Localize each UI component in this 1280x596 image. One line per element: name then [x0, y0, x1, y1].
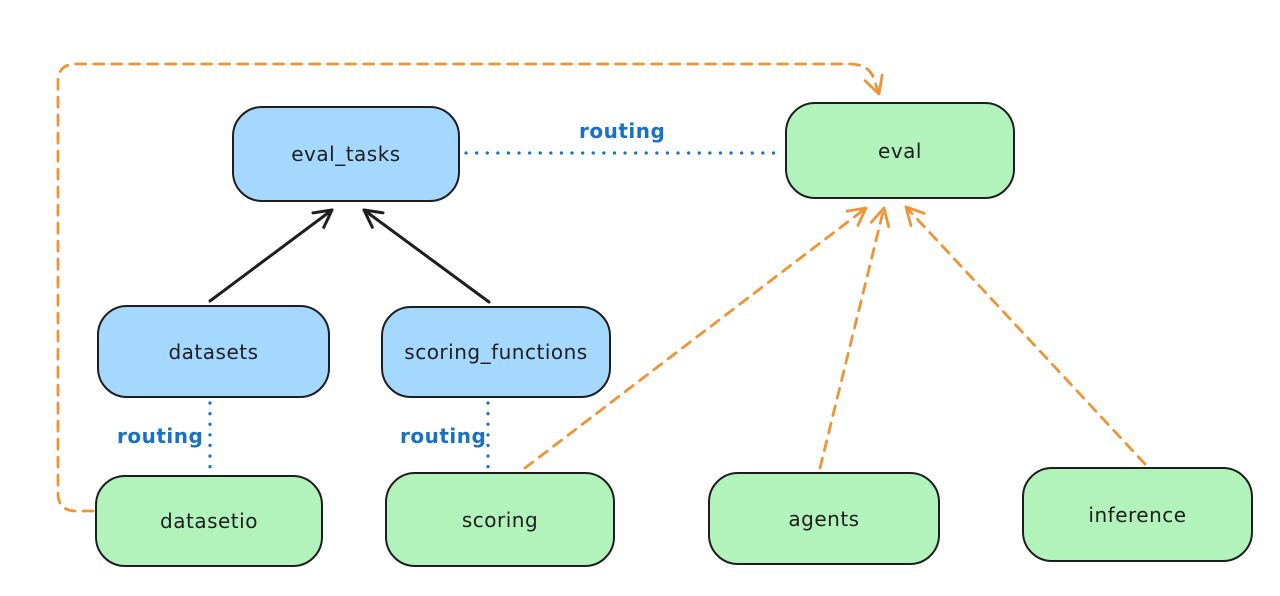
edge-scoring-to-eval	[523, 206, 868, 470]
node-agents-label: agents	[788, 506, 860, 531]
edge-agents-to-eval	[818, 206, 891, 470]
node-datasetio-label: datasetio	[160, 509, 258, 533]
node-datasetio: datasetio	[95, 475, 323, 567]
node-scoring-label: scoring	[461, 507, 539, 532]
node-eval-tasks-label: eval_tasks	[291, 142, 401, 166]
node-scoring-functions-label: scoring_functions	[404, 340, 588, 364]
node-eval: eval	[785, 102, 1015, 199]
node-eval-label: eval	[878, 138, 922, 163]
edge-label-routing-eval-tasks-eval: routing	[579, 119, 666, 143]
node-inference: inference	[1022, 467, 1253, 562]
edge-label-routing-scoring-functions-scoring: routing	[400, 424, 487, 448]
node-scoring-functions: scoring_functions	[381, 306, 611, 398]
edge-datasetio-to-eval	[56, 62, 884, 513]
edge-inference-to-eval	[904, 205, 1147, 466]
node-eval-tasks: eval_tasks	[232, 106, 460, 202]
node-inference-label: inference	[1088, 502, 1187, 527]
edge-datasets-to-eval-tasks	[208, 208, 334, 303]
node-datasets-label: datasets	[168, 339, 259, 364]
edge-scoring-functions-to-eval-tasks	[362, 208, 491, 304]
edge-label-routing-datasets-datasetio: routing	[117, 424, 204, 448]
node-agents: agents	[708, 472, 940, 565]
node-scoring: scoring	[385, 472, 615, 567]
node-datasets: datasets	[97, 305, 330, 398]
